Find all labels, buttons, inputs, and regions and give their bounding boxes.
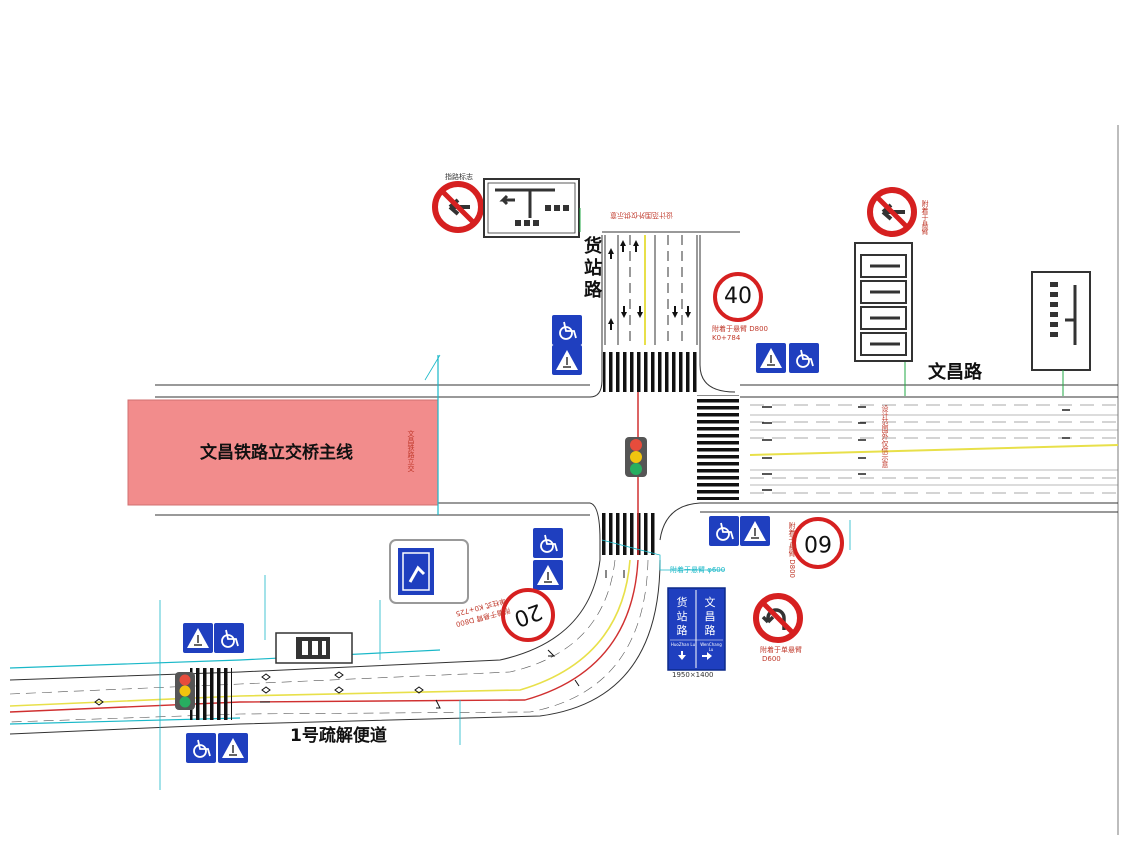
out-of-scope-note-east: 设计范围外仅供示意 xyxy=(881,405,889,468)
speed-limit-icon xyxy=(792,517,844,569)
speed-40-note-b: K0+784 xyxy=(712,334,741,342)
guide-sign-size: 1950×1400 xyxy=(672,671,714,679)
wheelchair-icon xyxy=(186,733,216,763)
annotation-leaders xyxy=(159,354,851,790)
detour-crosswalk xyxy=(190,668,232,720)
lane-guide-board-north xyxy=(483,178,580,238)
guide-sign-right-name: 文昌路 xyxy=(704,596,716,637)
speed-limit-40: 40 xyxy=(724,284,752,309)
bridge-side-note: 文昌铁路立交 xyxy=(407,430,415,472)
huozhan-road xyxy=(602,231,740,345)
north-lane-arrows xyxy=(608,240,691,330)
detour-markings xyxy=(94,570,625,709)
wheelchair-icon xyxy=(552,315,582,345)
bridge-main-block xyxy=(127,399,439,506)
wheelchair-icon xyxy=(709,516,739,546)
guide-sign-left-name: 货站路 xyxy=(676,596,688,637)
wheelchair-icon xyxy=(533,528,563,558)
south-crosswalk xyxy=(600,513,658,555)
noleft-south-note-b: D600 xyxy=(762,655,781,663)
wheelchair-icon xyxy=(789,343,819,373)
noleft-east-note: 附着于悬臂 xyxy=(921,200,929,235)
traffic-light-icon xyxy=(175,672,195,710)
wheelchair-icon xyxy=(214,623,244,653)
out-of-scope-note-north: 设计范围外仅供示意 xyxy=(610,211,673,219)
wenchang-road xyxy=(155,384,1119,516)
speed-limit-60: 60 xyxy=(804,530,832,555)
detour-lane-board xyxy=(275,632,353,664)
east-lane-arrows xyxy=(762,406,1070,491)
pedestrian-crossing-icon xyxy=(533,560,563,590)
pedestrian-crossing-icon xyxy=(756,343,786,373)
detour-name-label: 1号疏解便道 xyxy=(290,726,387,746)
pedestrian-crossing-icon xyxy=(552,345,582,375)
speed-limit-icon xyxy=(713,272,763,322)
pedestrian-crossing-icon xyxy=(183,623,213,653)
direction-sign-west xyxy=(389,539,469,604)
no-left-turn-icon xyxy=(432,181,484,233)
road-name-huozhan: 货站路 xyxy=(584,236,602,301)
traffic-light-icon xyxy=(625,437,647,477)
pedestrian-signs xyxy=(183,315,819,763)
guide-sign-right-pinyin: WenChang Lu xyxy=(700,642,722,652)
guide-sign-left-pinyin: HuoZhan Lu xyxy=(670,642,696,647)
street-guide-sign xyxy=(667,587,726,671)
intersection-corners xyxy=(589,235,736,560)
no-left-turn-icon xyxy=(753,593,803,643)
sign-posts xyxy=(579,208,1064,396)
pedestrian-crossing-icon xyxy=(218,733,248,763)
bridge-name-label: 文昌铁路立交桥主线 xyxy=(200,443,353,463)
north-crosswalk xyxy=(603,352,698,392)
road-name-wenchang: 文昌路 xyxy=(928,362,982,383)
speed-limit-icon xyxy=(501,588,555,642)
guide-sign-top-note: 附着于悬臂 φ600 xyxy=(670,566,726,574)
pedestrian-crossing-icon xyxy=(740,516,770,546)
detour-road xyxy=(9,559,661,735)
lane-guide-board-east xyxy=(854,242,913,362)
noleft-south-note: 附着于单悬臂 xyxy=(760,646,802,654)
speed-40-note-a: 附着于悬臂 D800 xyxy=(712,325,768,333)
lane-guide-board-far-east xyxy=(1031,271,1091,371)
no-left-turn-icon xyxy=(867,187,917,237)
east-crosswalk xyxy=(697,395,739,500)
guide-board-id: 指路标志 xyxy=(445,173,473,181)
speed-60-note: 附着于悬臂 D800 xyxy=(788,522,796,578)
